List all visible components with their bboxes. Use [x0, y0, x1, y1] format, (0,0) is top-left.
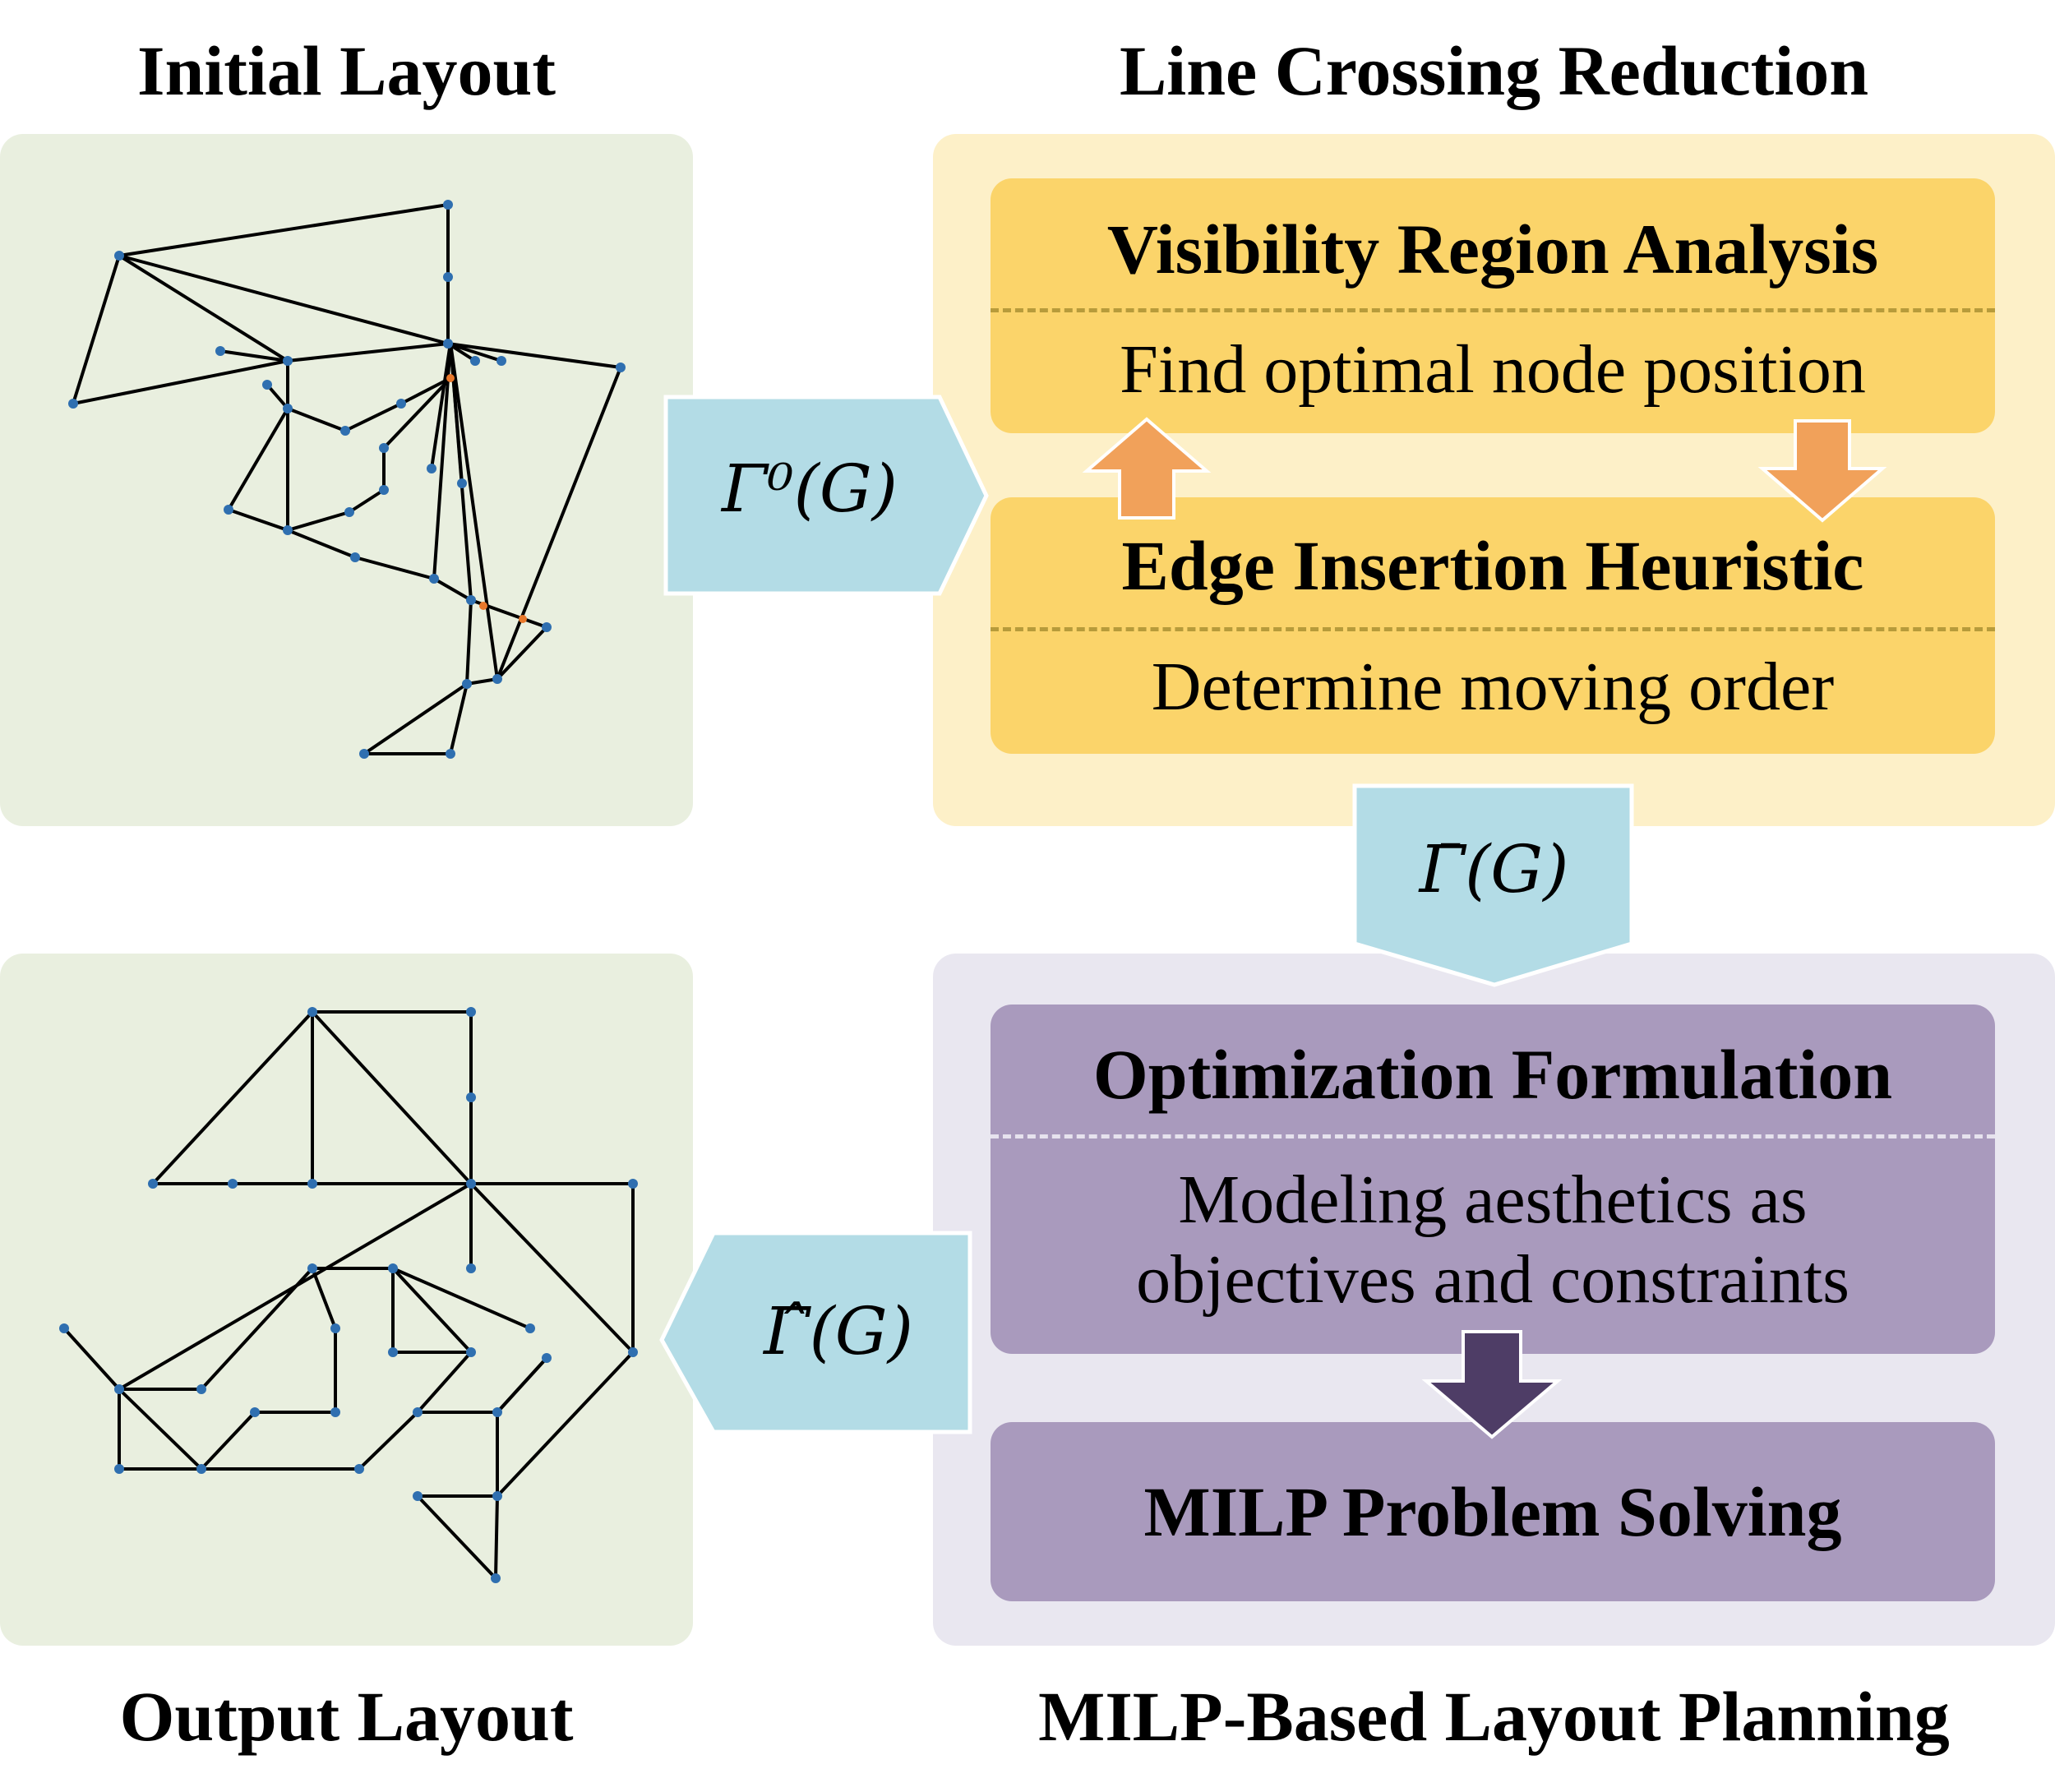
initial-graph: [72, 203, 622, 755]
optimization-divider: [991, 1134, 1995, 1138]
edge-insertion-box: Edge Insertion Heuristic Determine movin…: [991, 497, 1995, 754]
visibility-divider: [991, 308, 1995, 312]
optimization-formulation-title: Optimization Formulation: [1092, 1035, 1893, 1114]
gamma-hat-label: Γ̂(G): [764, 1293, 913, 1369]
edge-insertion-subtitle: Determine moving order: [1151, 649, 1835, 725]
gamma0-arrow: [663, 395, 989, 596]
down-purple-arrow: [1421, 1330, 1563, 1439]
gamma-hat-arrow: [659, 1231, 972, 1434]
optimization-subtitle-line1: Modeling aesthetics as: [1178, 1162, 1808, 1238]
output-graph-nodes: [59, 1007, 638, 1583]
milp-planning-heading: MILP-Based Layout Planning: [1038, 1677, 1950, 1756]
edge-insertion-title: Edge Insertion Heuristic: [1121, 526, 1864, 605]
initial-layout-heading: Initial Layout: [137, 31, 556, 110]
gamma-bar-arrow: [1352, 783, 1634, 987]
optimization-subtitle-line2: objectives and constraints: [1136, 1241, 1850, 1318]
edge-insertion-divider: [991, 627, 1995, 631]
output-graph: [62, 1010, 635, 1580]
visibility-region-subtitle: Find optimal node position: [1120, 331, 1866, 408]
initial-graph-crossings: [446, 374, 527, 623]
output-layout-heading: Output Layout: [119, 1677, 574, 1756]
milp-solving-title: MILP Problem Solving: [1143, 1472, 1842, 1551]
line-crossing-heading: Line Crossing Reduction: [1119, 31, 1869, 110]
initial-graph-nodes: [68, 200, 626, 759]
output-layout-panel: [0, 954, 693, 1646]
visibility-region-title: Visibility Region Analysis: [1106, 210, 1879, 289]
milp-solving-box: MILP Problem Solving: [991, 1422, 1995, 1601]
visibility-region-box: Visibility Region Analysis Find optimal …: [991, 178, 1995, 433]
gamma0-label: Γ⁰(G): [722, 450, 898, 527]
gamma-bar-label: Γ̄(G): [1419, 831, 1569, 908]
optimization-formulation-box: Optimization Formulation Modeling aesthe…: [991, 1005, 1995, 1354]
down-orange-arrow: [1757, 419, 1887, 523]
up-orange-arrow: [1082, 417, 1212, 520]
